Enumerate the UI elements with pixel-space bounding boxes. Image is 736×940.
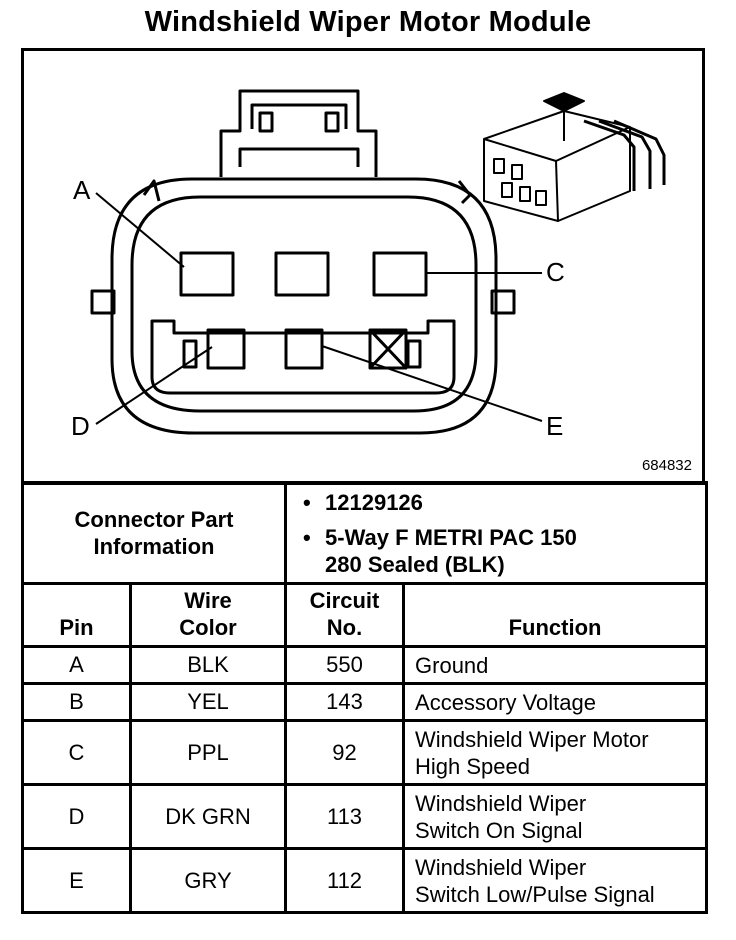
cavity-a	[179, 251, 235, 297]
table-row: E GRY 112 Windshield Wiper Switch Low/Pu…	[21, 847, 709, 914]
cell-wire-color: DK GRN	[128, 783, 288, 850]
cell-function: Windshield Wiper Switch Low/Pulse Signal	[402, 847, 709, 914]
pin-label-c: C	[546, 257, 565, 287]
leader-line-e	[321, 345, 543, 422]
cell-pin: E	[21, 847, 132, 914]
cell-circuit: 143	[284, 682, 406, 722]
connector-info-label: Connector Part Information	[20, 481, 288, 585]
table-row: A BLK 550 Ground	[21, 645, 709, 685]
header-pin: Pin	[21, 582, 132, 648]
table-row: D DK GRN 113 Windshield Wiper Switch On …	[21, 783, 709, 850]
cell-circuit: 92	[284, 719, 406, 786]
table-header-row: Pin Wire Color Circuit No. Function	[21, 582, 709, 648]
cell-pin: B	[21, 682, 132, 722]
pin-label-d: D	[71, 411, 90, 441]
cell-function: Windshield Wiper Switch On Signal	[402, 783, 709, 850]
table-row: C PPL 92 Windshield Wiper Motor High Spe…	[21, 719, 709, 786]
cell-function: Windshield Wiper Motor High Speed	[402, 719, 709, 786]
diagram-part-number: 684832	[641, 457, 692, 474]
connector-diagram: A C D E 684832	[21, 48, 705, 485]
cell-circuit: 112	[284, 847, 406, 914]
cell-wire-color: GRY	[128, 847, 288, 914]
cell-function: Ground	[402, 645, 709, 685]
connector-latch	[219, 89, 378, 177]
header-wire-color: Wire Color	[128, 582, 288, 648]
cell-pin: C	[21, 719, 132, 786]
cell-circuit: 113	[284, 783, 406, 850]
cell-wire-color: PPL	[128, 719, 288, 786]
pin-label-e: E	[546, 411, 563, 441]
header-circuit: Circuit No.	[284, 582, 406, 648]
connector-table: Connector Part Information 12129126 5-Wa…	[20, 481, 709, 914]
leader-line-d	[95, 346, 213, 425]
cell-wire-color: YEL	[128, 682, 288, 722]
cavity-d	[206, 328, 246, 370]
connector-isometric-view	[483, 92, 666, 222]
pin-label-a: A	[73, 175, 91, 205]
connector-description: 5-Way F METRI PAC 150 280 Sealed (BLK)	[303, 524, 705, 578]
table-row: B YEL 143 Accessory Voltage	[21, 682, 709, 722]
connector-part-number: 12129126	[303, 489, 705, 516]
page-title: Windshield Wiper Motor Module	[144, 6, 592, 38]
connector-shell-inner	[130, 195, 478, 413]
connector-side-tab-right	[490, 289, 516, 315]
connector-info-details: 12129126 5-Way F METRI PAC 150 280 Seale…	[284, 481, 709, 585]
connector-face-drawing: A C D E	[71, 89, 666, 441]
cavity-e	[284, 328, 324, 370]
cell-pin: A	[21, 645, 132, 685]
header-function: Function	[402, 582, 709, 648]
cell-pin: D	[21, 783, 132, 850]
leader-line-a	[95, 192, 185, 268]
connector-shell-outer	[110, 177, 498, 435]
cavity-b	[274, 251, 330, 297]
connector-info-row: Connector Part Information 12129126 5-Wa…	[20, 481, 709, 585]
connector-side-tab-left	[90, 289, 116, 315]
cavity-c	[372, 251, 428, 297]
cell-wire-color: BLK	[128, 645, 288, 685]
cell-circuit: 550	[284, 645, 406, 685]
cell-function: Accessory Voltage	[402, 682, 709, 722]
